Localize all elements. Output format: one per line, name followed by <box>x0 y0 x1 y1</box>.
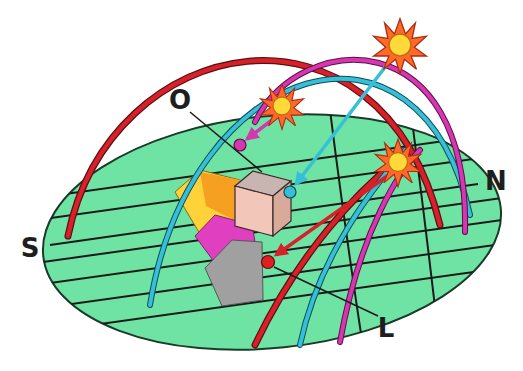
sun-summer <box>374 19 427 74</box>
shadow-gray <box>205 240 263 306</box>
sun-rays <box>247 58 392 255</box>
point-label: L <box>378 315 395 341</box>
sun-low <box>375 139 421 187</box>
shadow-point-red <box>262 256 275 269</box>
sun-winter <box>260 84 303 129</box>
shadow-orange <box>200 172 240 222</box>
north-label: N <box>485 168 507 194</box>
leader-line-o <box>190 112 262 172</box>
building-box <box>235 171 291 236</box>
south-label: S <box>21 235 40 261</box>
leader-line-l <box>274 267 378 316</box>
shadow-point-cyan <box>284 186 296 198</box>
observer-label: O <box>169 87 191 113</box>
sun-path-arcs <box>68 60 470 345</box>
north-south-axis <box>50 184 478 245</box>
